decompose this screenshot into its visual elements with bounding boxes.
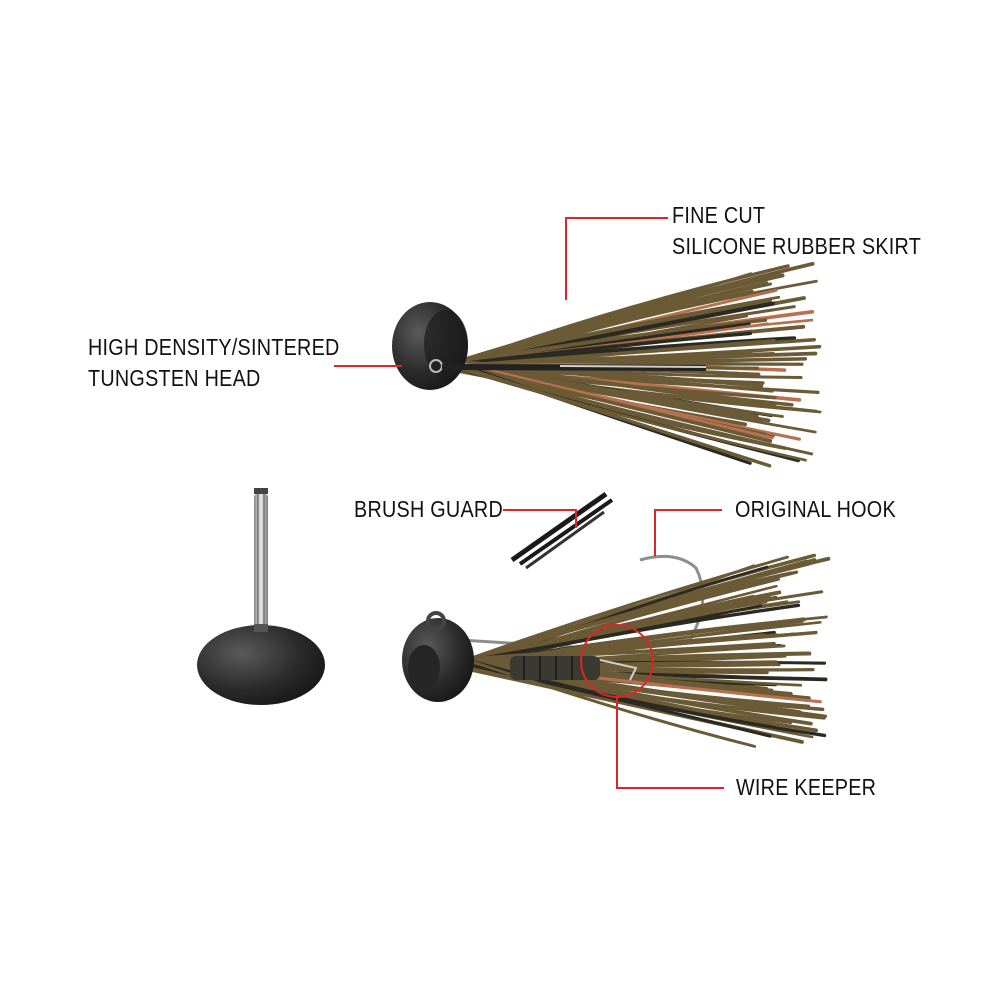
hook-callout-label: ORIGINAL HOOK <box>735 494 896 525</box>
skirt-strand <box>456 360 774 440</box>
head-callout-label: HIGH DENSITY/SINTERED TUNGSTEN HEAD <box>88 332 340 394</box>
tungsten-head-bottom <box>402 611 474 702</box>
skirt-strand <box>456 364 772 468</box>
callout-lines <box>334 217 724 789</box>
wire-keeper-callout-label: WIRE KEEPER <box>736 772 876 803</box>
skirt-strand <box>456 366 807 462</box>
skirt-strand <box>464 658 827 738</box>
detached-head-with-brush-guard <box>197 488 325 705</box>
callout-line-skirt <box>565 217 668 300</box>
wire-keeper-callout-text: WIRE KEEPER <box>736 774 877 800</box>
skirt-strand <box>456 271 781 365</box>
head-callout-line2: TUNGSTEN HEAD <box>88 365 261 391</box>
brush-guard-callout-text: BRUSH GUARD <box>354 496 504 522</box>
skirt-strand <box>464 641 776 661</box>
bottom-jig <box>402 491 831 748</box>
brush-guard-bottom <box>510 491 614 570</box>
hook-shank-top <box>441 364 707 371</box>
hook-callout-text: ORIGINAL HOOK <box>735 496 896 522</box>
callout-line-hook <box>654 509 722 556</box>
callout-line-brush-guard <box>503 509 577 528</box>
tungsten-head-top <box>392 302 468 390</box>
skirt-strand <box>456 363 773 443</box>
wire-keeper-coil <box>510 656 638 681</box>
skirt-top <box>456 261 822 468</box>
brush-guard-callout-label: BRUSH GUARD <box>354 494 503 525</box>
tungsten-head-detached <box>197 624 325 705</box>
brush-guard-detached <box>254 488 268 630</box>
skirt-strand <box>464 600 768 663</box>
skirt-callout-line1: FINE CUT <box>672 202 766 228</box>
top-jig <box>392 261 822 468</box>
head-callout-line1: HIGH DENSITY/SINTERED <box>88 334 340 360</box>
skirt-callout-label: FINE CUT SILICONE RUBBER SKIRT <box>672 200 921 262</box>
skirt-callout-line2: SILICONE RUBBER SKIRT <box>672 233 922 259</box>
skirt-strand <box>456 331 752 366</box>
skirt-bottom <box>464 553 831 748</box>
callout-line-wire-keeper <box>616 697 724 789</box>
